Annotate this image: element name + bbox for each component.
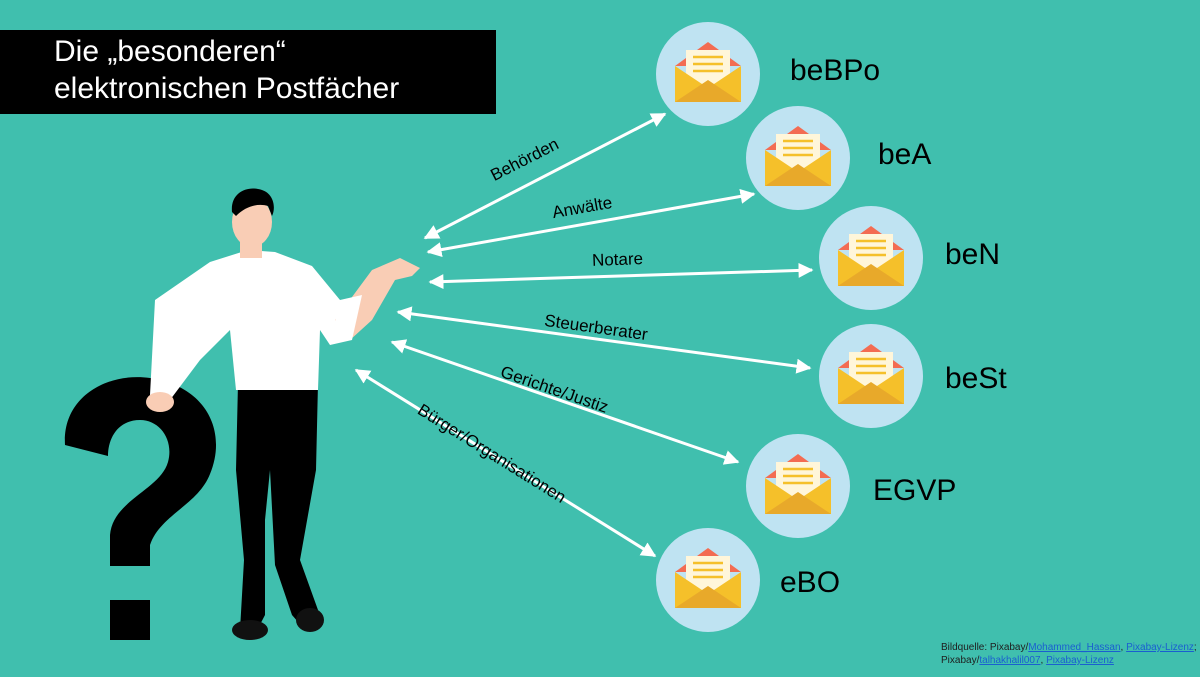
mailbox-label-bebpo: beBPo [790, 54, 881, 87]
mailbox-label-egvp: EGVP [873, 474, 957, 507]
author-link-2[interactable]: talhakhalil007 [979, 655, 1041, 666]
connection-label-notare: Notare [591, 249, 644, 270]
title-line-2: elektronischen Postfächer [54, 72, 400, 105]
question-mark-dot [110, 600, 150, 640]
license-link-2[interactable]: Pixabay-Lizenz [1046, 655, 1114, 666]
image-source-credit: Bildquelle: Pixabay/Mohammed_Hassan, Pix… [941, 641, 1197, 667]
envelope-icon [744, 432, 852, 540]
envelope-icon [654, 20, 762, 128]
envelope-icon [654, 526, 762, 634]
source-suffix-1: ; [1193, 642, 1197, 653]
source-prefix-1: Bildquelle: Pixabay/ [941, 642, 1029, 653]
man-figure-icon [146, 188, 420, 640]
arrow-notare [428, 262, 814, 290]
arrow-anwaelte [426, 188, 756, 258]
mailbox-label-ebo: eBO [780, 566, 841, 599]
envelope-icon [817, 204, 925, 312]
source-prefix-2: Pixabay/ [941, 655, 980, 666]
arrow-buerger [354, 368, 657, 558]
envelope-icon [744, 104, 852, 212]
mailbox-label-ben: beN [945, 238, 1001, 271]
question-mark-icon [64, 377, 217, 566]
license-link-1[interactable]: Pixabay-Lizenz [1126, 642, 1194, 653]
source-separator-1: , [1120, 642, 1127, 653]
mailbox-label-best: beSt [945, 362, 1007, 395]
source-line-1: Bildquelle: Pixabay/Mohammed_Hassan, Pix… [941, 641, 1197, 654]
envelope-icon [817, 322, 925, 430]
title-box: Die „besonderen“ elektronischen Postfäch… [0, 30, 496, 114]
author-link-1[interactable]: Mohammed_Hassan [1028, 642, 1121, 653]
source-line-2: Pixabay/talhakhalil007, Pixabay-Lizenz [941, 654, 1197, 667]
title-line-1: Die „besonderen“ [54, 35, 286, 68]
arrow-behoerden [423, 112, 667, 240]
mailbox-label-bea: beA [878, 138, 932, 171]
source-separator-2: , [1040, 655, 1047, 666]
